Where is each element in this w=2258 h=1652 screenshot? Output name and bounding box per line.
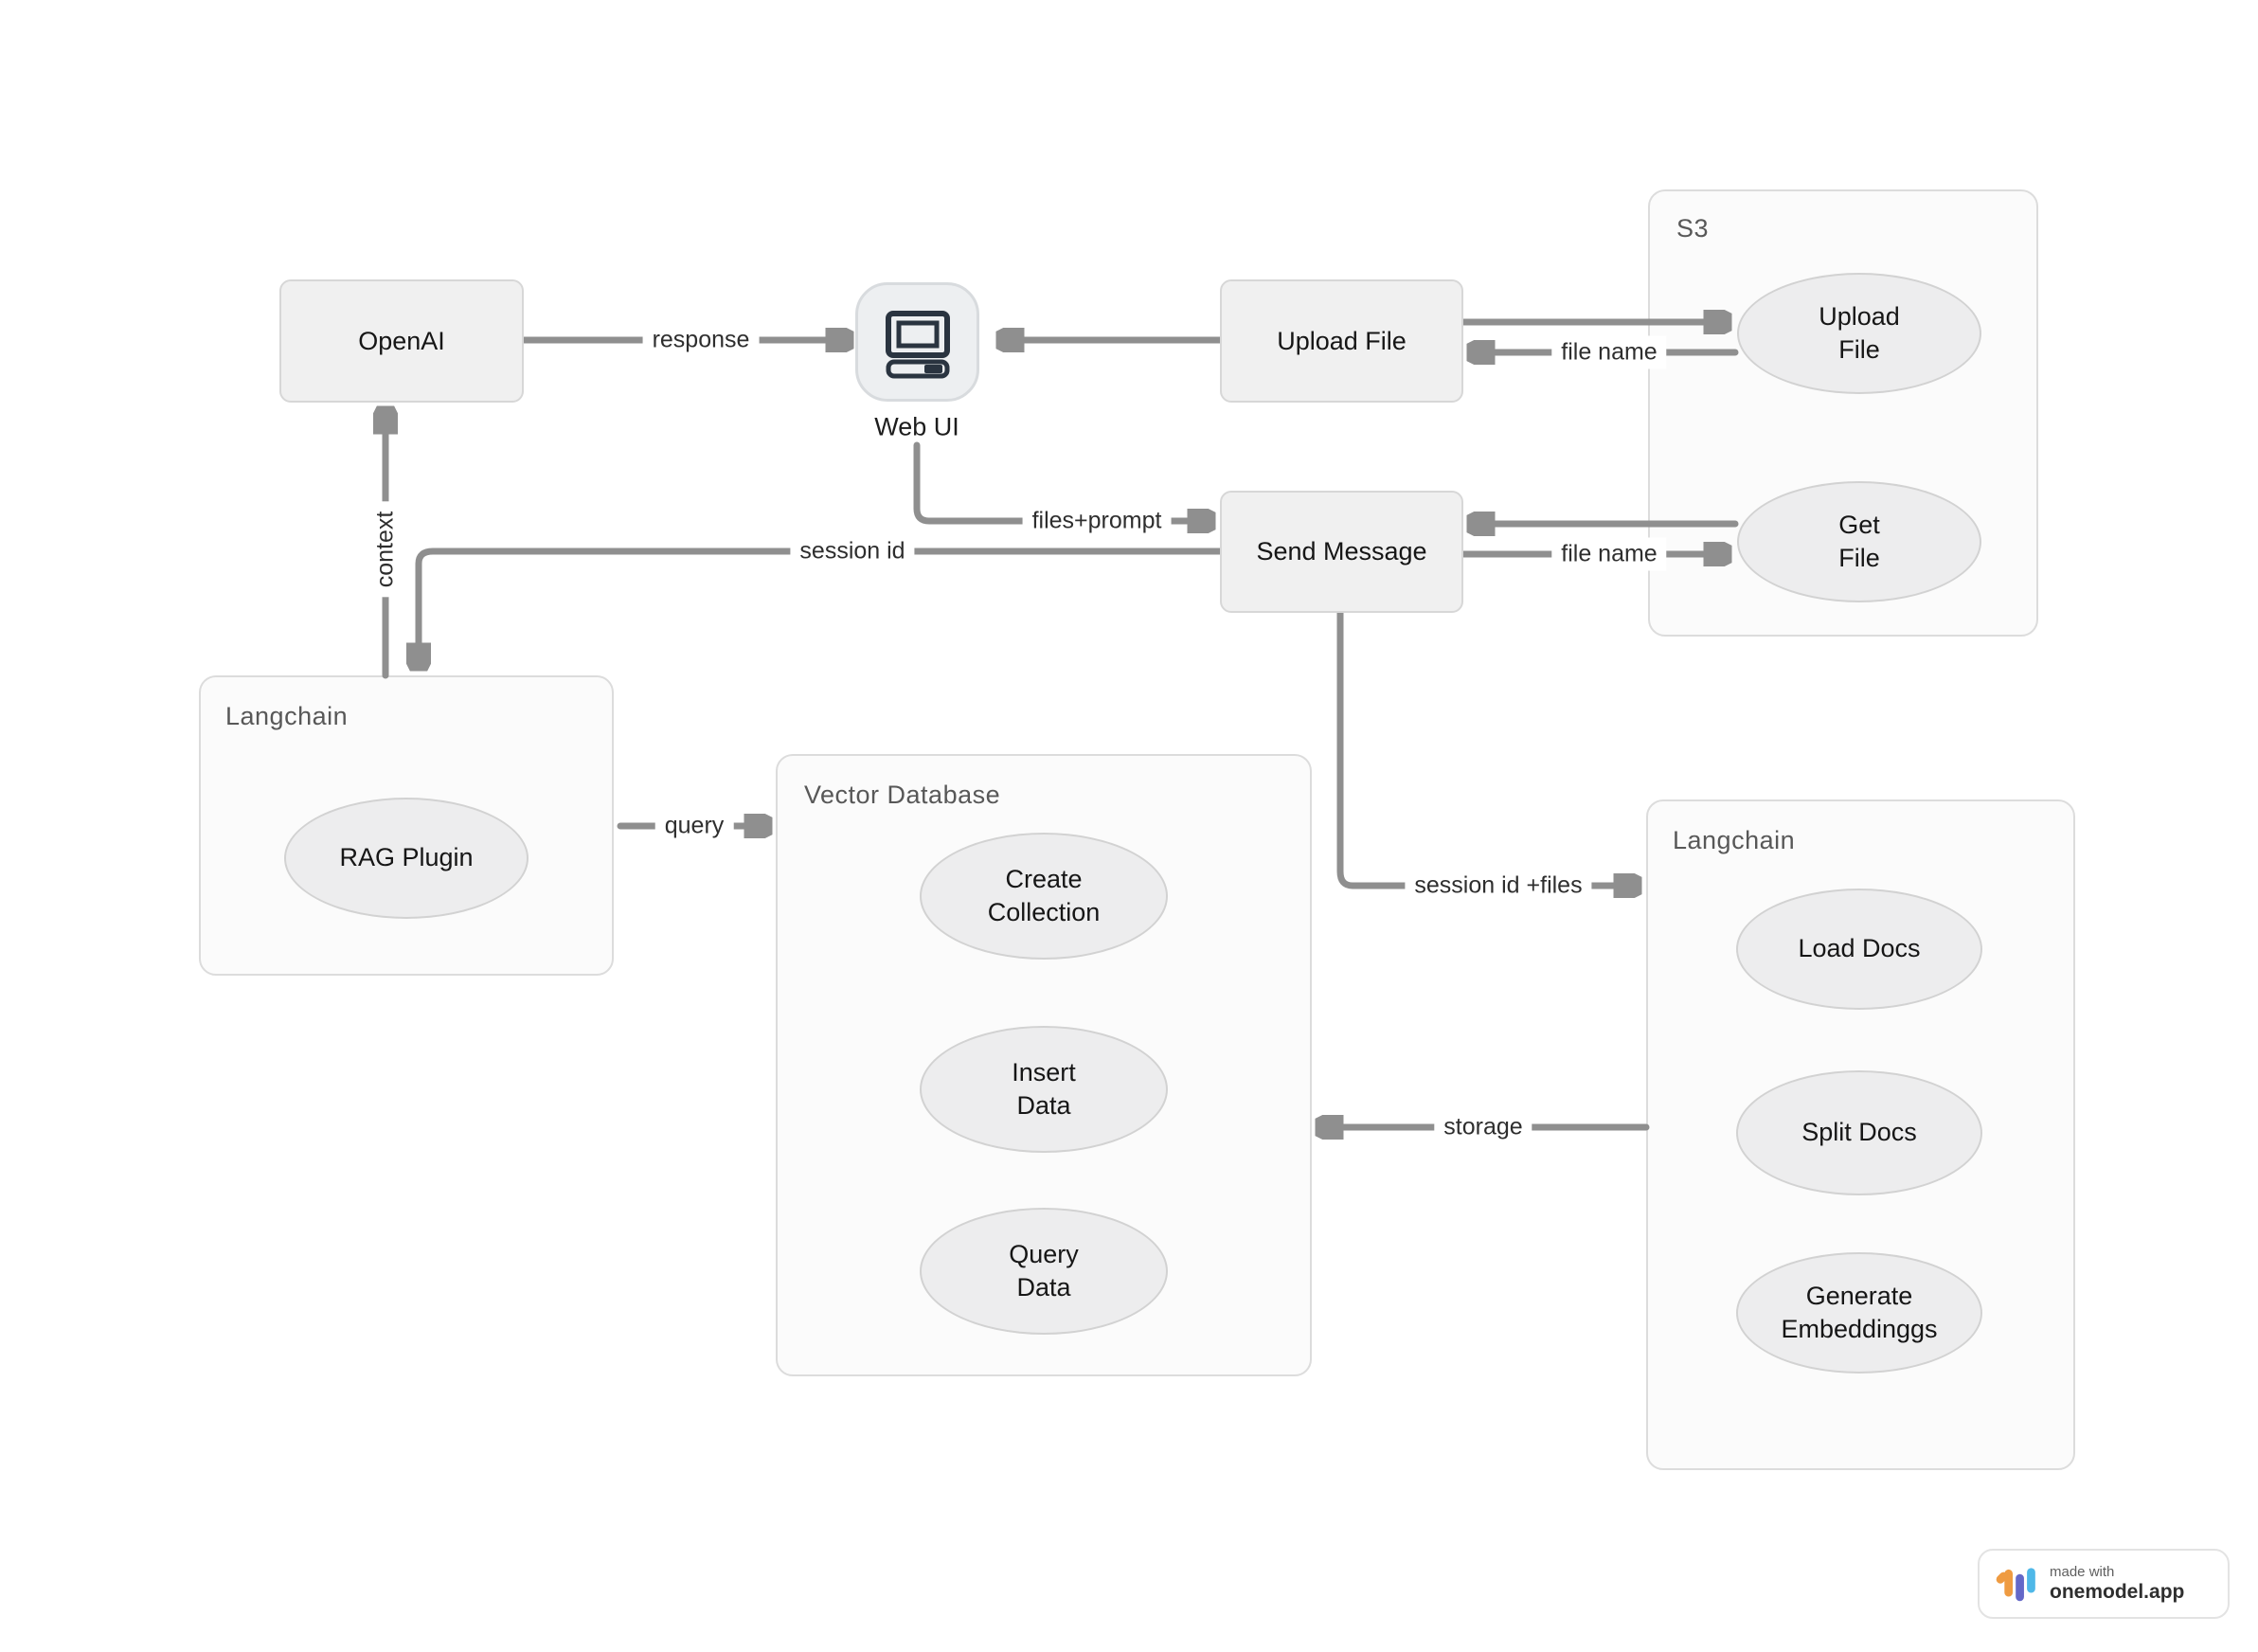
container-vector-database-label: Vector Database <box>804 781 1001 809</box>
ellipse-load-docs[interactable]: Load Docs <box>1736 889 1982 1010</box>
onemodel-logo-icon <box>1996 1568 2035 1602</box>
ellipse-split-docs-label: Split Docs <box>1801 1118 1917 1147</box>
container-langchain-left-label: Langchain <box>225 702 349 730</box>
node-send-message-label: Send Message <box>1256 537 1427 566</box>
node-send-message[interactable]: Send Message <box>1220 491 1463 613</box>
ellipse-query-data[interactable]: Query Data <box>920 1208 1168 1335</box>
edge-session-id <box>419 548 1224 659</box>
ellipse-create-collection-line1: Create <box>1005 864 1083 893</box>
ellipse-insert-data-line2: Data <box>1016 1091 1071 1120</box>
container-vector-database[interactable]: Vector Database Create Collection Insert… <box>776 754 1312 1376</box>
badge-brand: onemodel.app <box>2050 1580 2185 1603</box>
node-web-ui[interactable] <box>855 282 979 402</box>
edge-label-query: query <box>654 809 734 843</box>
onemodel-badge[interactable]: made with onemodel.app <box>1978 1549 2230 1619</box>
computer-icon <box>885 311 950 379</box>
edge-label-session-id-files: session id +files <box>1405 869 1592 903</box>
ellipse-insert-data[interactable]: Insert Data <box>920 1026 1168 1153</box>
ellipse-load-docs-label: Load Docs <box>1798 934 1921 963</box>
ellipse-create-collection[interactable]: Create Collection <box>920 833 1168 960</box>
ellipse-split-docs[interactable]: Split Docs <box>1736 1070 1982 1195</box>
edge-label-response: response <box>642 323 760 357</box>
container-s3-label: S3 <box>1676 214 1710 242</box>
container-langchain-left[interactable]: Langchain RAG Plugin <box>199 675 614 976</box>
edge-session-id-files <box>1336 609 1630 886</box>
ellipse-s3-get-file-line1: Get <box>1838 510 1880 539</box>
ellipse-s3-upload-file[interactable]: Upload File <box>1737 273 1981 394</box>
ellipse-generate-embeddings-line1: Generate <box>1805 1281 1913 1310</box>
edge-label-files-prompt: files+prompt <box>1022 504 1172 538</box>
edge-files-prompt <box>913 441 1204 521</box>
edge-label-context: context <box>368 501 403 598</box>
ellipse-query-data-line2: Data <box>1016 1273 1071 1302</box>
ellipse-s3-get-file[interactable]: Get File <box>1737 481 1981 602</box>
ellipse-s3-get-file-line2: File <box>1838 544 1880 572</box>
node-upload-file-label: Upload File <box>1277 326 1407 355</box>
node-openai[interactable]: OpenAI <box>279 279 524 403</box>
ellipse-create-collection-line2: Collection <box>987 898 1101 926</box>
node-upload-file[interactable]: Upload File <box>1220 279 1463 403</box>
ellipse-s3-upload-file-line2: File <box>1838 335 1880 364</box>
ellipse-query-data-line1: Query <box>1009 1239 1079 1268</box>
edge-label-file-name-upload: file name <box>1551 335 1667 369</box>
edge-label-storage: storage <box>1434 1110 1532 1144</box>
ellipse-generate-embeddings[interactable]: Generate Embeddinggs <box>1736 1252 1982 1374</box>
badge-made-with: made with <box>2050 1564 2115 1581</box>
ellipse-generate-embeddings-line2: Embeddinggs <box>1781 1315 1938 1343</box>
ellipse-insert-data-line1: Insert <box>1012 1057 1076 1086</box>
node-openai-label: OpenAI <box>358 326 445 355</box>
node-web-ui-label: Web UI <box>874 412 959 441</box>
container-langchain-right[interactable]: Langchain Load Docs Split Docs Generate … <box>1646 799 2075 1470</box>
edge-label-file-name-get: file name <box>1551 537 1667 571</box>
ellipse-rag-plugin-label: RAG Plugin <box>339 843 474 872</box>
ellipse-rag-plugin[interactable]: RAG Plugin <box>284 798 529 919</box>
edge-label-session-id: session id <box>790 534 915 568</box>
container-langchain-right-label: Langchain <box>1673 826 1796 854</box>
ellipse-s3-upload-file-line1: Upload <box>1819 301 1900 331</box>
